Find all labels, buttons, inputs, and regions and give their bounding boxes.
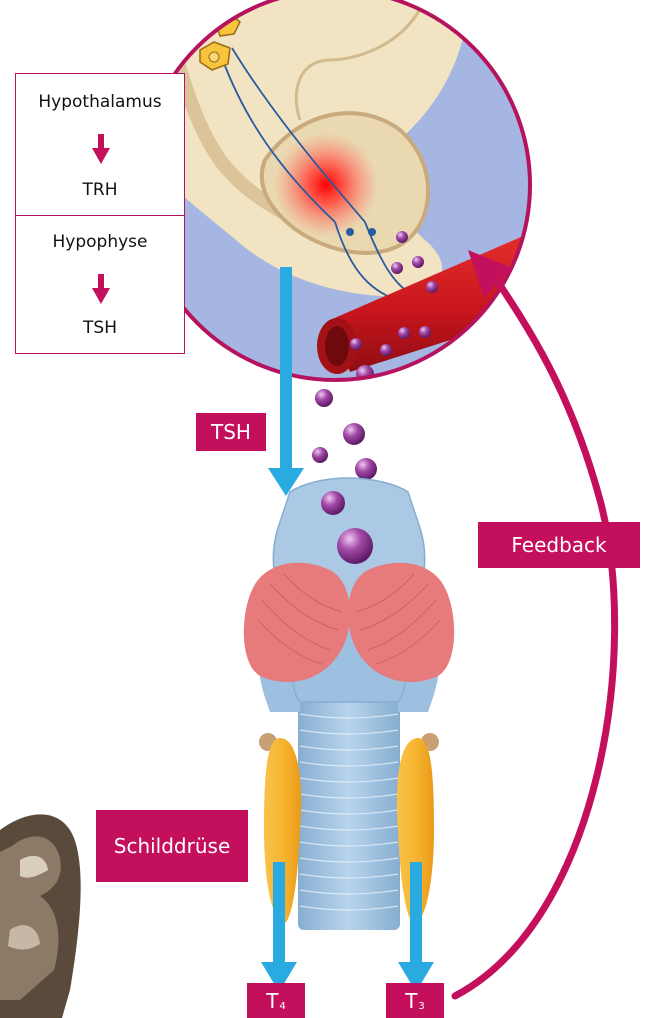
t3-tag-sub: 3 — [418, 1001, 424, 1012]
legend-hypothalamus-box: Hypothalamus TRH — [15, 73, 185, 215]
t4-tag-main: T — [266, 989, 278, 1013]
legend-down-arrow-icon — [92, 134, 110, 164]
t3-tag-main: T — [405, 989, 417, 1013]
falling-hormone-particles — [312, 389, 377, 480]
tsh-tag: TSH — [196, 413, 266, 451]
feedback-tag: Feedback — [478, 522, 640, 568]
schilddruese-tag: Schilddrüse — [96, 810, 248, 882]
legend-hypophyse-box: Hypophyse TSH — [15, 215, 185, 354]
legend-hypothalamus-label: Hypothalamus — [16, 92, 184, 112]
legend-trh-label: TRH — [16, 180, 184, 200]
pituitary-magnified-view — [130, 0, 560, 390]
feedback-arrow — [455, 250, 615, 996]
legend-hypophyse-label: Hypophyse — [16, 232, 184, 252]
legend-down-arrow-icon — [92, 274, 110, 304]
t4-tag-sub: 4 — [279, 1001, 285, 1012]
legend-tsh-label: TSH — [16, 318, 184, 338]
